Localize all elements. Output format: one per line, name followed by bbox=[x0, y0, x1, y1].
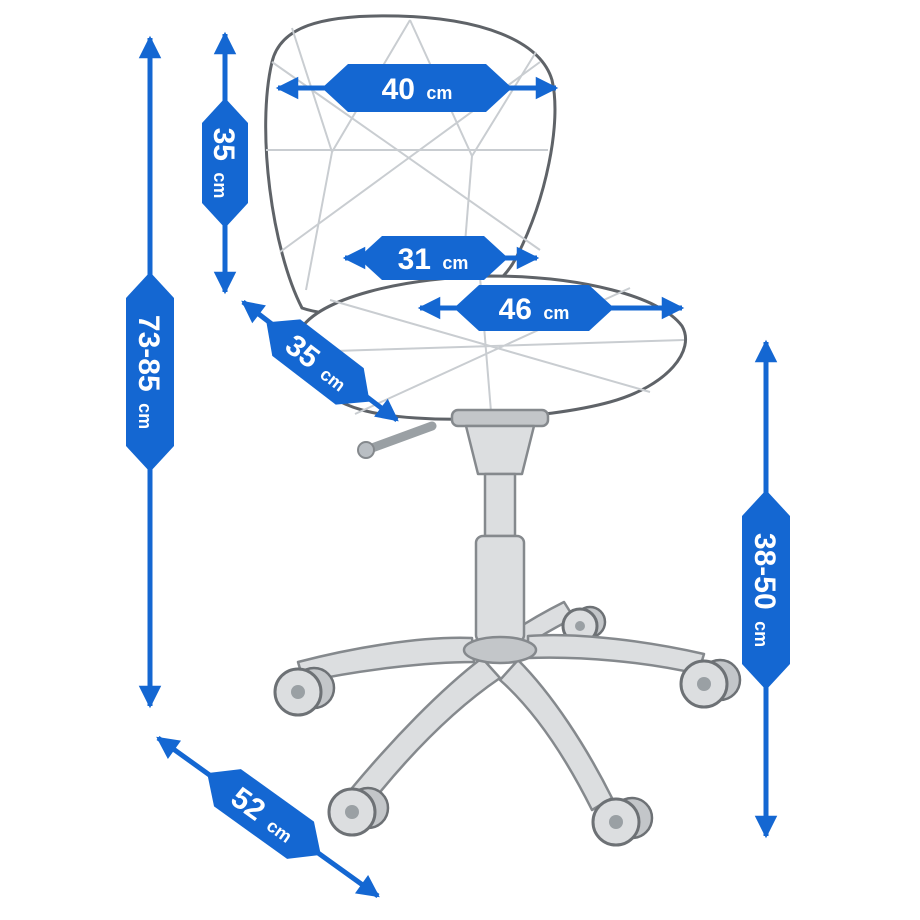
dimension-value: 46 bbox=[499, 293, 532, 326]
base-leg-front-left bbox=[350, 656, 502, 804]
lever-arm bbox=[367, 421, 437, 453]
dimension-label: 73-85 cm bbox=[132, 315, 165, 429]
height-adjust-lever bbox=[357, 421, 437, 459]
dimension-badge bbox=[742, 490, 790, 690]
gas-lift-cone bbox=[464, 424, 536, 476]
dimension-label: 40 cm bbox=[382, 73, 453, 106]
dimension-seat-height: 38-50 cm bbox=[742, 339, 790, 839]
caster-hub bbox=[575, 621, 585, 631]
dimension-backrest-height: 35 cm bbox=[202, 31, 248, 295]
dimension-badge bbox=[322, 64, 512, 112]
dimension-unit: cm bbox=[426, 83, 452, 103]
base-leg-front-right bbox=[498, 658, 614, 812]
dimension-unit: cm bbox=[210, 172, 230, 198]
dimension-label: 46 cm bbox=[499, 293, 570, 326]
dimension-seat-depth: 35 cm bbox=[241, 300, 399, 422]
base-leg-right bbox=[526, 633, 706, 676]
dimension-value: 38-50 bbox=[748, 533, 781, 610]
caster-front-left bbox=[327, 786, 390, 837]
seat-mount-plate bbox=[450, 408, 550, 428]
dimension-badge bbox=[266, 319, 370, 405]
base-collar bbox=[462, 635, 538, 665]
dimension-badge bbox=[126, 272, 174, 472]
dimension-unit: cm bbox=[442, 253, 468, 273]
dimension-unit: cm bbox=[751, 621, 771, 647]
dimension-badge bbox=[207, 769, 321, 859]
caster-hub bbox=[345, 805, 359, 819]
dimension-badge bbox=[454, 285, 614, 331]
gas-lift-cylinder bbox=[474, 534, 526, 644]
dimension-unit: cm bbox=[135, 403, 155, 429]
gas-lift bbox=[450, 408, 550, 644]
chair-illustration bbox=[264, 14, 742, 847]
caster-front-right bbox=[591, 796, 654, 847]
dimension-value: 73-85 bbox=[132, 315, 165, 392]
caster-hub bbox=[609, 815, 623, 829]
dimension-seat-inner-width: 31 cm bbox=[342, 236, 540, 280]
dimension-value: 40 bbox=[382, 73, 415, 106]
dimension-badge bbox=[358, 236, 508, 280]
lever-knob bbox=[357, 441, 375, 459]
dimension-value: 35 bbox=[207, 128, 240, 161]
seat-quilting bbox=[301, 276, 685, 425]
dimension-value: 31 bbox=[398, 243, 431, 276]
dimension-label: 31 cm bbox=[398, 243, 469, 276]
caster-hub bbox=[291, 685, 305, 699]
dimension-seat-width: 46 cm bbox=[417, 285, 685, 331]
dimension-total-height: 73-85 cm bbox=[126, 35, 174, 709]
caster-right bbox=[679, 658, 742, 709]
gas-lift-piston bbox=[483, 472, 517, 538]
dimension-base-diameter: 52 cm bbox=[156, 735, 380, 899]
dimension-label: 38-50 cm bbox=[748, 533, 781, 647]
caster-left bbox=[273, 666, 336, 717]
dimension-backrest-width: 40 cm bbox=[275, 64, 559, 112]
dimension-badge bbox=[202, 98, 248, 228]
caster-hub bbox=[697, 677, 711, 691]
base bbox=[273, 633, 742, 847]
dimension-label: 35 cm bbox=[207, 128, 240, 199]
dimension-unit: cm bbox=[543, 303, 569, 323]
